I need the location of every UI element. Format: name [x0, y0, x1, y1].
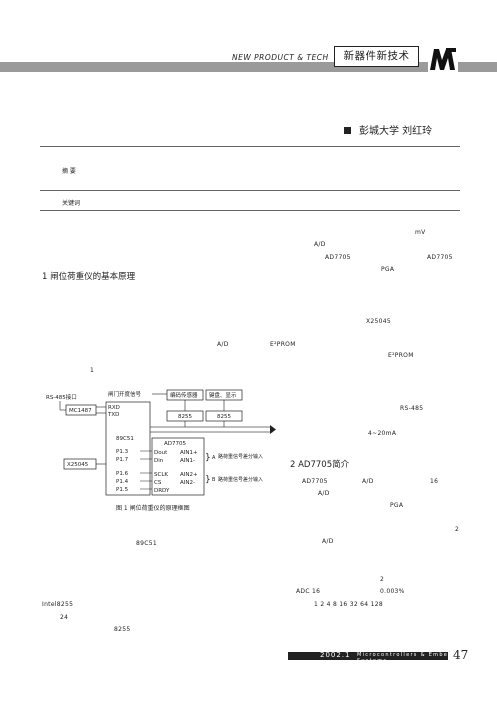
- ppi-label-2: 8255: [217, 414, 231, 420]
- footer-journal: Microcontrollers & Embedded Systems: [357, 652, 466, 664]
- text-fragment: 2: [380, 576, 385, 583]
- text-fragment: A/D: [314, 241, 326, 248]
- text-fragment: E²PROM: [270, 341, 296, 348]
- input-label: 路荷重信号差分输入: [218, 453, 263, 460]
- footer-band: [288, 652, 448, 660]
- page-number: 47: [453, 648, 469, 662]
- journal-logo-icon: [428, 46, 458, 72]
- pin-label: DRDY: [154, 488, 170, 494]
- text-fragment: 4~20mA: [368, 430, 397, 437]
- text-fragment: A/D: [217, 341, 229, 348]
- text-fragment: PGA: [381, 266, 395, 273]
- text-fragment: 8255: [114, 626, 131, 633]
- text-fragment: Intel8255: [42, 601, 74, 608]
- text-fragment: 89C51: [136, 540, 157, 547]
- rxd-label: RXD: [108, 405, 120, 411]
- text-fragment: 2: [455, 526, 460, 533]
- pin-label: P1.3: [116, 449, 129, 455]
- rs485-port-label: RS-485接口: [46, 393, 77, 401]
- section-heading-1: 1 闸位荷重仪的基本原理: [42, 272, 136, 282]
- mcu-box: [105, 401, 151, 496]
- block-diagram: RS-485接口 闸门开度信号 编码传感器 键盘、显示 8255 8255 MC…: [46, 389, 276, 496]
- pin-label: CS: [154, 480, 162, 486]
- text-fragment: AD7705: [325, 254, 351, 261]
- pin-label: AIN2-: [180, 480, 195, 486]
- pin-label: AIN2+: [180, 472, 198, 478]
- abstract-label: 摘 要: [62, 168, 76, 175]
- pin-label: AIN1+: [180, 450, 198, 456]
- mc1487-label: MC1487: [69, 408, 92, 414]
- text-fragment: PGA: [390, 502, 404, 509]
- keyboard-label: 键盘、显示: [209, 391, 237, 399]
- text-fragment: 0.003%: [380, 588, 405, 595]
- text-fragment: ADC 16: [296, 588, 321, 595]
- keywords-label: 关键词: [62, 200, 81, 207]
- divider: [40, 190, 460, 191]
- figure-caption: 图 1 闸位荷重仪的原理框图: [116, 505, 190, 512]
- text-fragment: 16: [430, 478, 439, 485]
- divider: [40, 210, 460, 211]
- pin-label: P1.4: [116, 479, 129, 485]
- text-fragment: AD7705: [302, 478, 328, 485]
- encoder-label: 编码传感器: [170, 391, 198, 399]
- footer-issue: 2002.1: [320, 651, 351, 659]
- section-title-cn: 新器件新技术: [334, 46, 419, 67]
- pin-label: P1.7: [116, 457, 129, 463]
- text-fragment: 1 2 4 8 16 32 64 128: [314, 601, 383, 608]
- gate-signal-label: 闸门开度信号: [108, 390, 142, 398]
- mcu-label: 89C51: [116, 436, 134, 442]
- x25045-label: X25045: [67, 462, 89, 468]
- input-mark: A: [212, 455, 216, 461]
- bullet-square-icon: [344, 127, 351, 134]
- text-fragment: 1: [90, 367, 95, 374]
- author-line: 彭城大学 刘红玲: [344, 122, 432, 137]
- txd-label: TXD: [107, 412, 119, 418]
- pin-label: Din: [154, 458, 164, 464]
- header-band: [0, 62, 497, 72]
- adc-box: [151, 437, 205, 496]
- pin-label: AIN1-: [180, 458, 195, 464]
- brace-icon: }: [205, 475, 211, 485]
- text-fragment: mV: [415, 229, 426, 236]
- input-label: 路荷重信号差分输入: [218, 476, 263, 483]
- section-title-en: NEW PRODUCT & TECH: [232, 53, 329, 62]
- text-fragment: RS-485: [400, 405, 424, 412]
- text-fragment: A/D: [322, 538, 334, 545]
- text-fragment: 24: [60, 614, 69, 621]
- pin-label: P1.5: [116, 487, 129, 493]
- text-fragment: A/D: [318, 490, 330, 497]
- brace-icon: }: [205, 453, 211, 463]
- pin-label: Dout: [154, 450, 168, 456]
- adc-label: AD7705: [164, 441, 186, 447]
- text-fragment: A/D: [362, 478, 374, 485]
- text-fragment: E²PROM: [388, 352, 414, 359]
- text-fragment: X25045: [366, 318, 391, 325]
- pin-label: SCLK: [154, 472, 168, 478]
- input-mark: B: [212, 477, 216, 483]
- pin-label: P1.6: [116, 471, 129, 477]
- text-fragment: AD7705: [427, 254, 453, 261]
- ppi-label-1: 8255: [178, 414, 192, 420]
- divider: [40, 146, 460, 147]
- section-heading-2: 2 AD7705简介: [290, 460, 350, 470]
